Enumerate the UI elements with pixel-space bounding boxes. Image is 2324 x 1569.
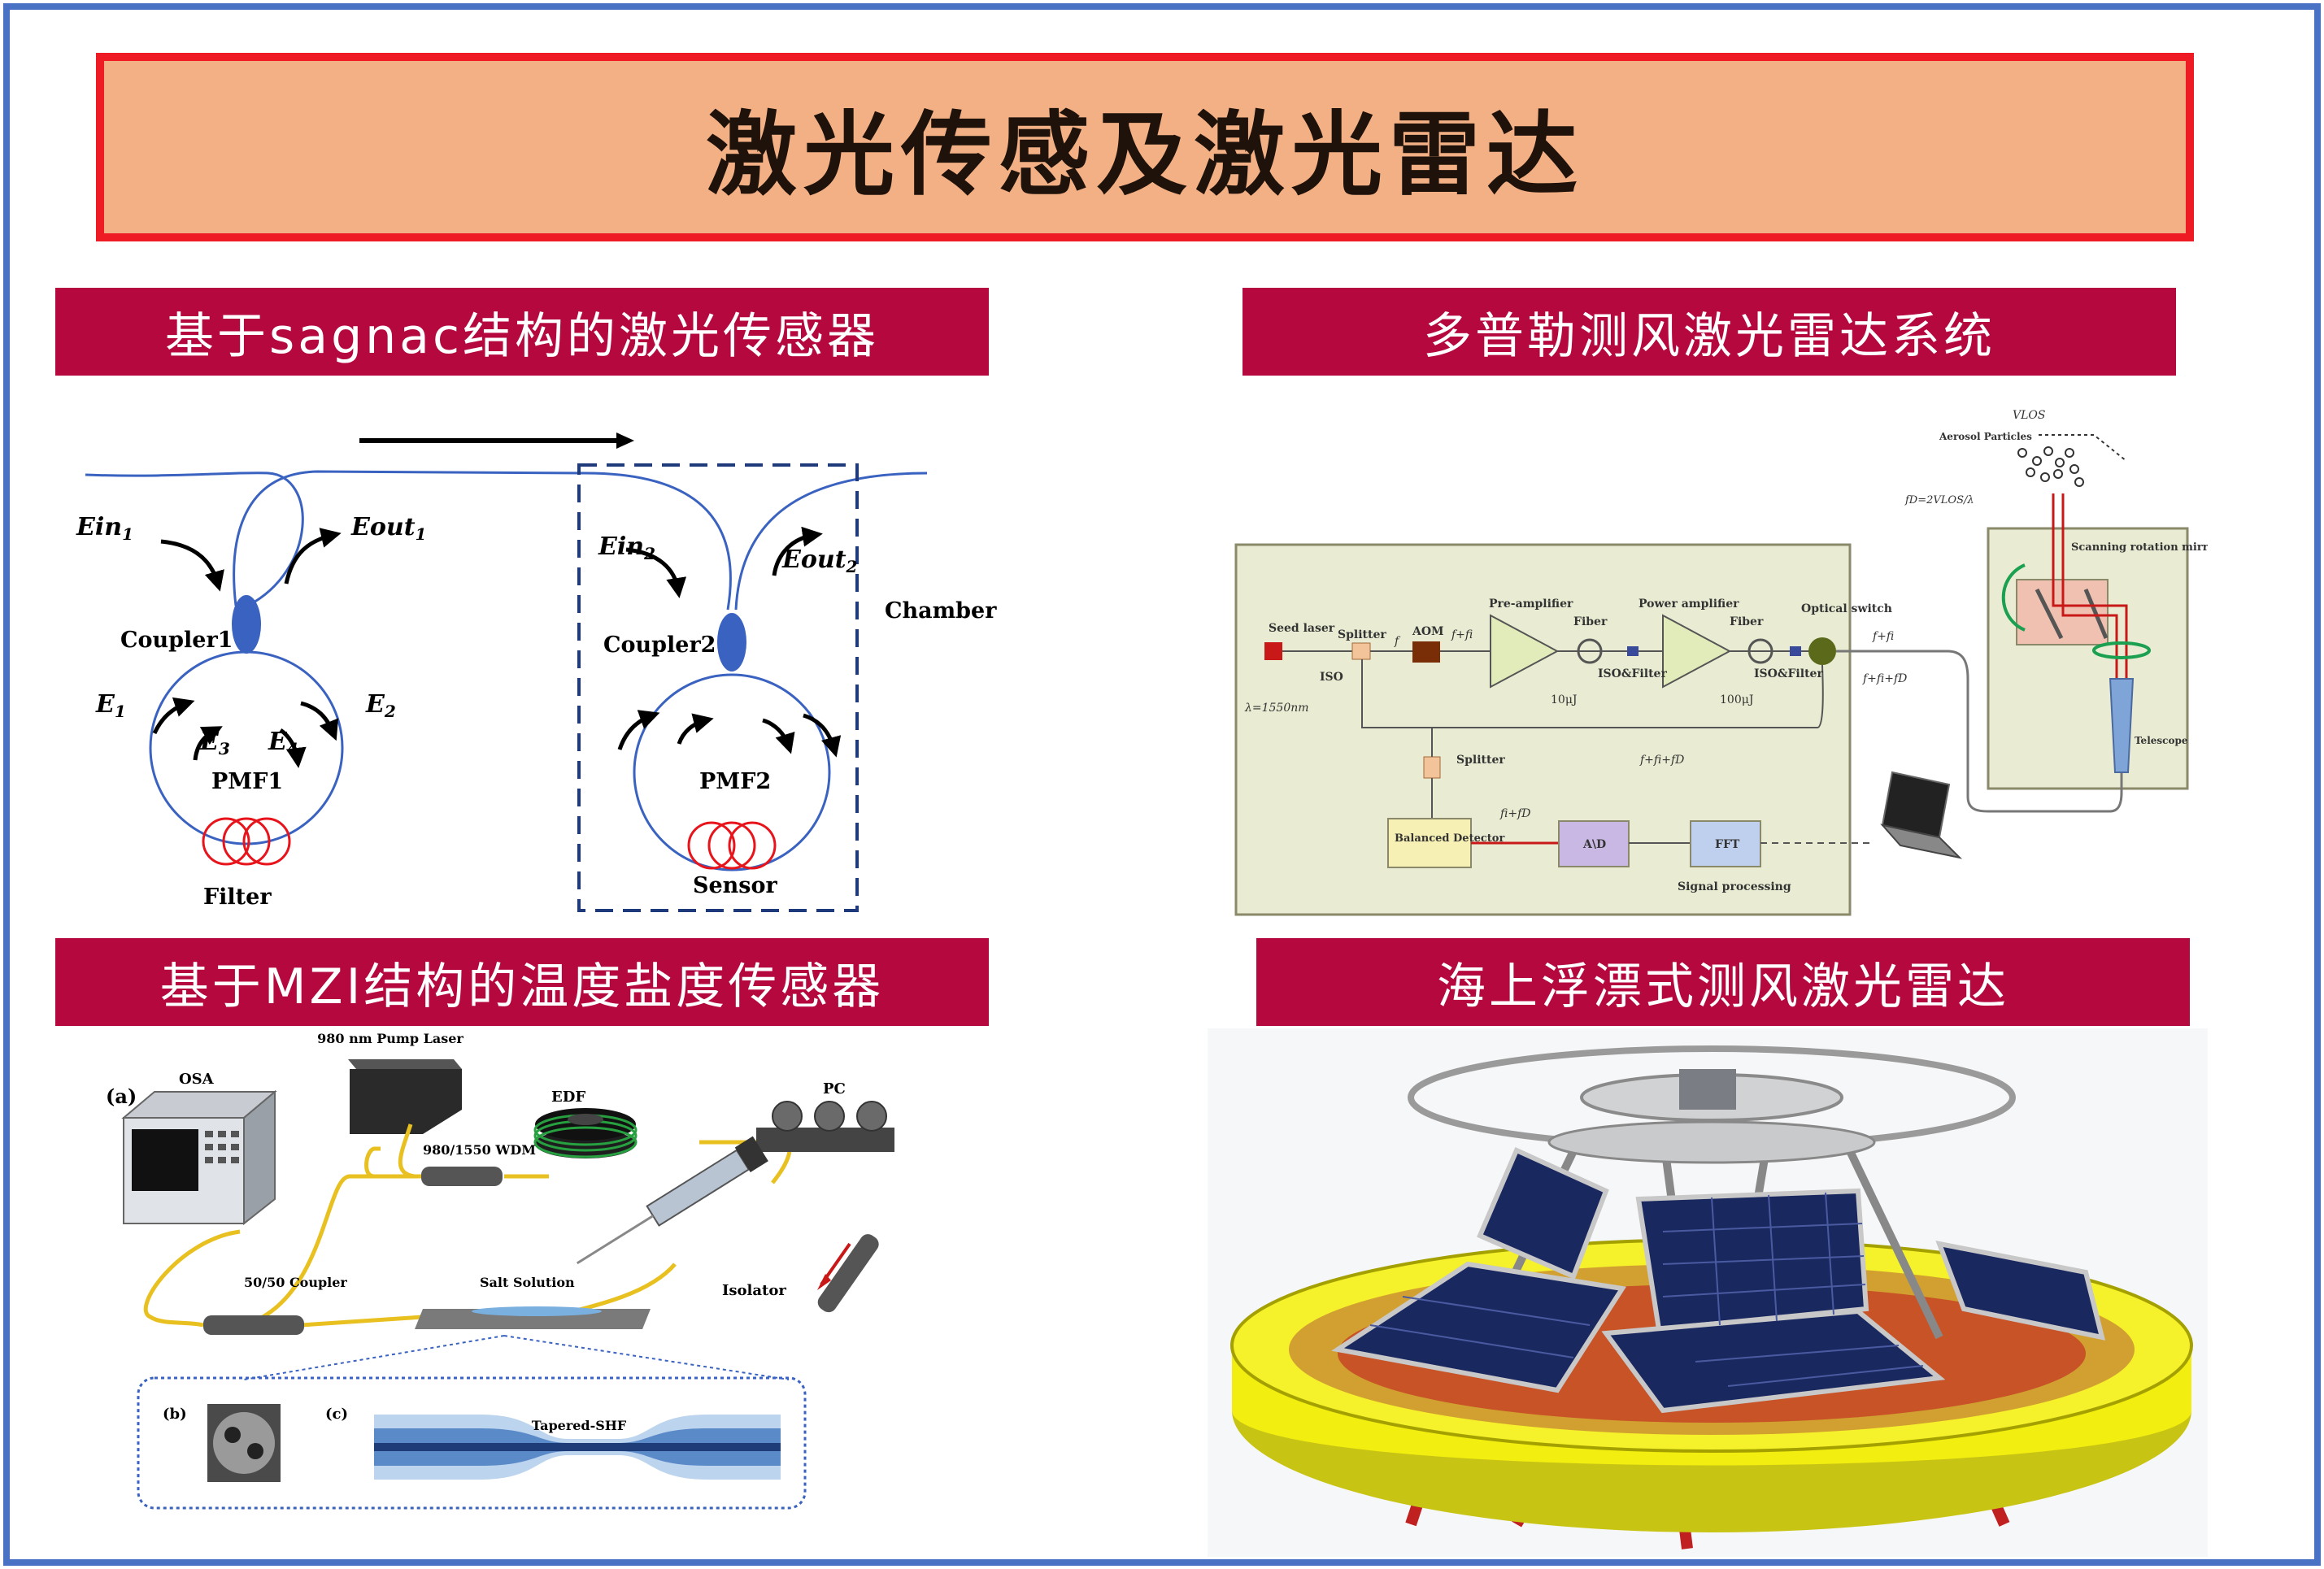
- section-title-sagnac: 基于sagnac结构的激光传感器: [55, 288, 989, 376]
- sagnac-diagram: Ein1 Eout1 Ein2 Eout2 Coupler1 Coupler2 …: [76, 432, 997, 912]
- svg-text:Balanced Detector: Balanced Detector: [1395, 832, 1504, 845]
- svg-text:Signal processing: Signal processing: [1678, 880, 1791, 893]
- chamber-label: Chamber: [885, 598, 997, 624]
- svg-text:980 nm Pump Laser: 980 nm Pump Laser: [317, 1031, 463, 1046]
- main-title: 激光传感及激光雷达: [706, 102, 1584, 208]
- section-title-mzi: 基于MZI结构的温度盐度传感器: [55, 938, 989, 1026]
- svg-text:AOM: AOM: [1412, 625, 1444, 638]
- svg-text:100μJ: 100μJ: [1720, 693, 1753, 706]
- pmf2-loop: [633, 673, 831, 871]
- svg-text:ISO&Filter: ISO&Filter: [1598, 667, 1667, 680]
- svg-text:ISO: ISO: [1320, 671, 1343, 684]
- wdm-component: [421, 1167, 503, 1186]
- svg-text:f+fi+fD: f+fi+fD: [1862, 672, 1907, 685]
- svg-text:Isolator: Isolator: [722, 1282, 786, 1299]
- fiber-line-2: [585, 472, 732, 611]
- aerosol-particles: [2017, 446, 2084, 487]
- svg-text:Splitter: Splitter: [1338, 628, 1386, 641]
- laptop-icon: [1880, 771, 1963, 859]
- coupler2-shape: [717, 613, 746, 671]
- svg-text:PC: PC: [823, 1080, 846, 1097]
- svg-text:E1: E1: [95, 690, 126, 721]
- syringe: [576, 1136, 768, 1265]
- svg-text:(c): (c): [325, 1406, 348, 1423]
- pmf2-label: PMF2: [699, 769, 771, 794]
- svg-text:Ein1: Ein1: [76, 513, 133, 544]
- coupler-component: [203, 1315, 304, 1335]
- svg-text:f+fi+fD: f+fi+fD: [1639, 754, 1684, 767]
- sensor-coil: [687, 821, 777, 870]
- coupler1-shape: [232, 595, 261, 654]
- svg-text:Fiber: Fiber: [1730, 615, 1764, 628]
- scanner-box: [1987, 527, 2189, 790]
- svg-text:Power amplifier: Power amplifier: [1639, 598, 1739, 611]
- svg-text:Seed laser: Seed laser: [1269, 622, 1335, 635]
- svg-text:Fiber: Fiber: [1573, 615, 1608, 628]
- svg-text:10μJ: 10μJ: [1551, 693, 1578, 706]
- inset-box: [137, 1376, 807, 1510]
- polarization-controller: [756, 1128, 894, 1152]
- svg-text:E3: E3: [199, 728, 230, 758]
- svg-text:Eout1: Eout1: [350, 513, 426, 544]
- svg-text:f: f: [1394, 635, 1401, 648]
- svg-text:λ=1550nm: λ=1550nm: [1244, 702, 1309, 715]
- svg-text:Salt Solution: Salt Solution: [480, 1275, 575, 1290]
- chamber-box: [577, 463, 859, 912]
- svg-text:ISO&Filter: ISO&Filter: [1754, 667, 1823, 680]
- coupler2-label: Coupler2: [603, 632, 716, 658]
- filter-label: Filter: [203, 884, 272, 910]
- section-title-buoy: 海上浮漂式测风激光雷达: [1256, 938, 2190, 1026]
- pmf1-label: PMF1: [211, 769, 283, 794]
- svg-text:fi+fD: fi+fD: [1499, 807, 1530, 820]
- filter-coil: [202, 817, 291, 866]
- svg-text:Ein2: Ein2: [598, 532, 655, 563]
- svg-text:(a): (a): [106, 1084, 137, 1108]
- isolator-component: [817, 1234, 879, 1313]
- svg-text:A\D: A\D: [1582, 838, 1606, 851]
- slide-frame: [3, 3, 2321, 1566]
- pmf1-loop: [149, 650, 344, 845]
- solar-panels: [1331, 1147, 2106, 1414]
- svg-text:E2: E2: [365, 690, 396, 721]
- buoy-lidar-illustration: [1208, 1028, 2208, 1557]
- osa-instrument: [121, 1089, 277, 1226]
- svg-text:fD=2VLOS/λ: fD=2VLOS/λ: [1904, 494, 1974, 506]
- svg-text:Aerosol Particles: Aerosol Particles: [1939, 431, 2032, 442]
- svg-text:Optical switch: Optical switch: [1801, 602, 1892, 615]
- section-title-doppler: 多普勒测风激光雷达系统: [1243, 288, 2176, 376]
- svg-text:Splitter: Splitter: [1456, 754, 1505, 767]
- svg-text:Scanning rotation mirror: Scanning rotation mirror: [2071, 541, 2208, 554]
- svg-text:VLOS: VLOS: [2013, 409, 2045, 422]
- doppler-lidar-diagram: Seed laser λ=1550nm ISO Splitter AOM Pre…: [1234, 409, 2208, 916]
- svg-text:Telescope: Telescope: [2135, 735, 2188, 746]
- svg-text:EDF: EDF: [551, 1089, 585, 1106]
- main-title-banner: 激光传感及激光雷达: [96, 53, 2194, 241]
- svg-text:FFT: FFT: [1715, 838, 1740, 851]
- mzi-diagram: (a) OSA 980 nm Pump Laser EDF PC 980/155…: [106, 1031, 894, 1510]
- sensor-label: Sensor: [693, 873, 778, 898]
- svg-text:Eout2: Eout2: [781, 545, 858, 576]
- svg-text:980/1550 WDM: 980/1550 WDM: [423, 1142, 536, 1158]
- coupler1-label: Coupler1: [120, 628, 233, 653]
- svg-text:E4: E4: [268, 728, 298, 758]
- telescope-shape: [2109, 678, 2135, 773]
- svg-text:(b): (b): [163, 1406, 187, 1423]
- svg-text:f+fi: f+fi: [1451, 628, 1473, 641]
- svg-text:Pre-amplifier: Pre-amplifier: [1489, 598, 1573, 611]
- svg-text:50/50 Coupler: 50/50 Coupler: [244, 1275, 347, 1290]
- svg-text:Tapered-SHF: Tapered-SHF: [532, 1418, 627, 1433]
- svg-text:OSA: OSA: [179, 1071, 215, 1088]
- svg-text:f+fi: f+fi: [1872, 630, 1894, 643]
